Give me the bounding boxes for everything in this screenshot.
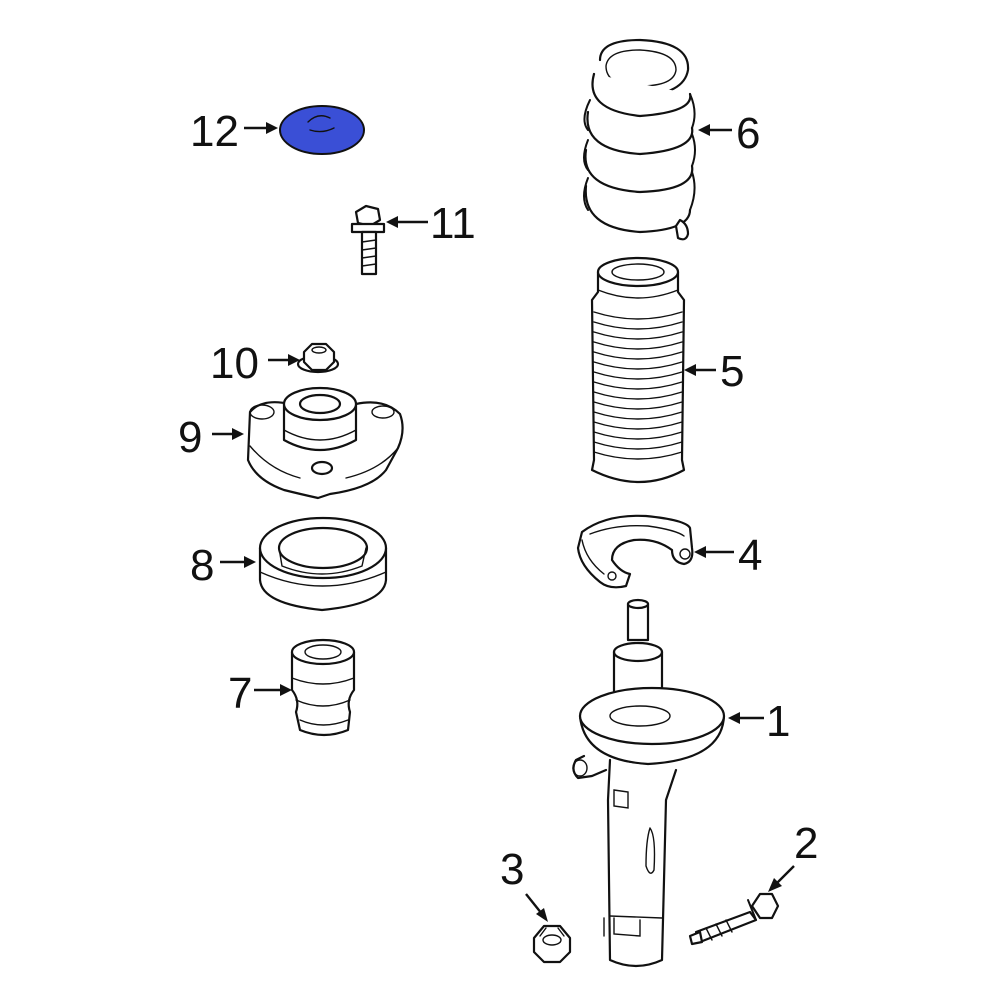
part-3-nut[interactable] [532, 924, 572, 964]
callout-2: 2 [768, 819, 818, 892]
callout-12: 12 [190, 107, 278, 156]
callout-label-10: 10 [210, 339, 259, 388]
callout-label-1: 1 [766, 697, 790, 746]
callout-1: 1 [728, 697, 790, 746]
part-10-mount-nut[interactable] [296, 342, 340, 374]
callout-label-8: 8 [190, 541, 214, 590]
part-1-strut-assembly[interactable] [572, 598, 726, 968]
part-4-spring-seat[interactable] [576, 514, 694, 589]
part-7-bump-stop[interactable] [290, 638, 356, 737]
part-12-cap[interactable] [279, 105, 365, 155]
callout-label-11: 11 [430, 199, 476, 248]
callout-10: 10 [210, 339, 300, 388]
callout-label-4: 4 [738, 531, 762, 580]
callout-label-7: 7 [228, 669, 252, 718]
callout-7: 7 [228, 669, 292, 718]
part-5-dust-boot[interactable] [590, 256, 686, 484]
callout-3: 3 [500, 845, 548, 922]
part-9-strut-mount[interactable] [246, 386, 404, 500]
part-6-coil-spring[interactable] [583, 38, 696, 241]
part-2-bolt[interactable] [688, 892, 780, 946]
callout-label-5: 5 [720, 347, 744, 396]
callout-label-12: 12 [190, 107, 239, 156]
callout-6: 6 [698, 109, 760, 158]
part-8-strut-bearing[interactable] [258, 516, 388, 612]
callout-11: 11 [386, 199, 476, 248]
callout-label-6: 6 [736, 109, 760, 158]
callout-label-2: 2 [794, 819, 818, 868]
callout-9: 9 [178, 413, 244, 462]
part-11-mount-bolt[interactable] [350, 204, 386, 276]
callout-8: 8 [190, 541, 256, 590]
callout-label-9: 9 [178, 413, 202, 462]
callout-5: 5 [684, 347, 744, 396]
callout-4: 4 [694, 531, 762, 580]
callout-label-3: 3 [500, 845, 524, 894]
